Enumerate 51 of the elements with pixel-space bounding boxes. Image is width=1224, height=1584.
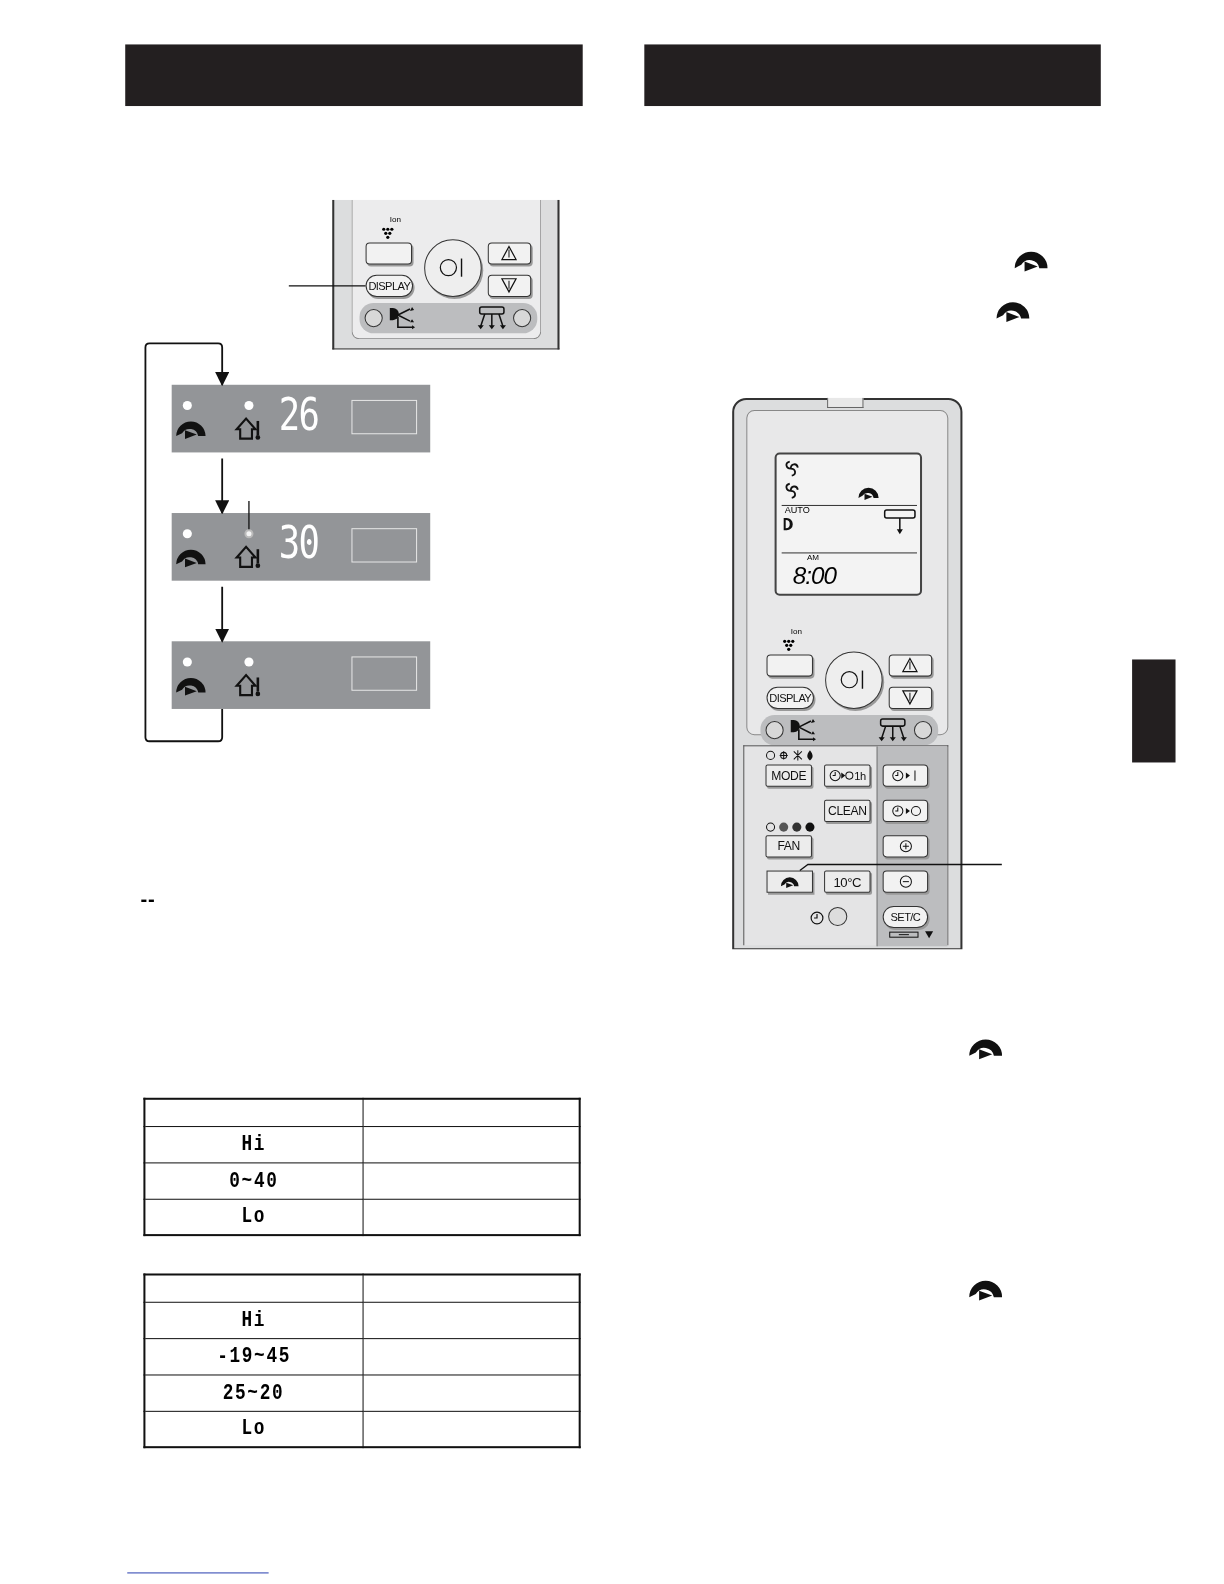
- dash-symbol: --: [140, 888, 156, 909]
- round-button: [765, 721, 784, 740]
- down-button: [888, 686, 933, 709]
- display-reading: Lo: [241, 1418, 267, 1441]
- clock-time: 8:00: [792, 563, 836, 588]
- comfort-button: [766, 870, 813, 893]
- plus-button: [882, 835, 929, 858]
- round-button: [828, 906, 848, 927]
- display-panel: [171, 513, 431, 581]
- fan-button: FAN: [765, 835, 812, 858]
- display-reading: 0~40: [229, 1169, 279, 1193]
- up-button: [487, 242, 532, 265]
- off-timer-button: [824, 764, 871, 787]
- ion-label: Ion: [389, 216, 402, 225]
- ion-button: [365, 242, 413, 265]
- display-reading: Lo: [241, 1206, 267, 1229]
- down-button: [487, 274, 532, 297]
- power-button: [424, 239, 482, 297]
- timer-duration: 1h: [854, 770, 866, 782]
- round-button: [364, 309, 383, 328]
- time-period-label: AM: [806, 554, 820, 563]
- temperature-digits: 26: [278, 392, 319, 438]
- arrow: [144, 342, 230, 743]
- mode-button: MODE: [765, 764, 812, 787]
- mode-label: AUTO: [784, 505, 810, 516]
- display-panel: [171, 384, 431, 453]
- display-reading: -19~45: [217, 1345, 291, 1368]
- leader-line: [248, 500, 250, 530]
- ion-label: Ion: [790, 628, 802, 637]
- arrow: [215, 585, 230, 643]
- display-button: DISPLAY: [766, 686, 814, 709]
- ion-button: [766, 654, 813, 677]
- leader-line: [288, 285, 367, 287]
- display-reading: Hi: [241, 1309, 267, 1332]
- arrow: [215, 457, 230, 515]
- off-timer-button: [882, 799, 929, 823]
- ten-degree-button: 10°C: [824, 870, 871, 893]
- temperature-digits: 30: [278, 521, 319, 566]
- round-button: [913, 721, 933, 740]
- display-reading: 25~20: [223, 1382, 285, 1405]
- up-button: [888, 654, 933, 677]
- display-reading: Hi: [241, 1133, 267, 1156]
- on-timer-button: [882, 764, 929, 787]
- minus-button: [882, 870, 929, 893]
- clean-button: CLEAN: [824, 799, 871, 823]
- indicator-dot: [244, 529, 254, 539]
- round-button: [513, 309, 532, 328]
- power-button: [825, 651, 883, 709]
- leader-line: [799, 863, 1003, 872]
- display-button: DISPLAY: [365, 274, 414, 297]
- display-panel: [171, 641, 431, 709]
